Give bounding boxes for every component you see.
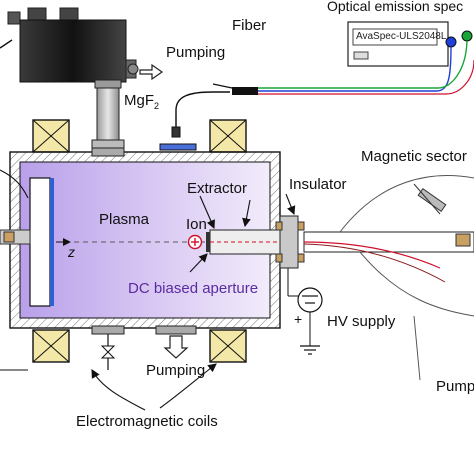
hv-plus-sign: + bbox=[294, 311, 303, 327]
ion-marker bbox=[187, 234, 203, 250]
spectrometer-model-label: AvaSpec-ULS2048L bbox=[356, 31, 447, 42]
mgf2-label: MgF2 bbox=[124, 92, 159, 111]
fiber-cable bbox=[171, 40, 474, 138]
hv-supply bbox=[287, 268, 323, 355]
magnetic-sector-label: Magnetic sector bbox=[361, 148, 467, 165]
insulator-flange bbox=[275, 215, 305, 269]
coil-top-right bbox=[209, 119, 247, 153]
plasma-label: Plasma bbox=[99, 211, 150, 228]
pumping-arrow-top bbox=[139, 63, 164, 81]
optical-emission-label: Optical emission spec bbox=[327, 0, 464, 14]
top-ports bbox=[91, 147, 125, 157]
pumping-top-label: Pumping bbox=[166, 44, 226, 61]
pumping-bottom-label: Pumping bbox=[146, 362, 206, 379]
mgf2-subscript: 2 bbox=[154, 101, 160, 111]
pump-connection-right bbox=[413, 315, 421, 381]
electrode-plate bbox=[0, 177, 54, 307]
extractor-label: Extractor bbox=[187, 180, 248, 197]
bottom-port bbox=[155, 325, 197, 359]
extractor-tube bbox=[206, 229, 300, 255]
spectrometer bbox=[347, 21, 473, 67]
fiber-label: Fiber bbox=[232, 17, 267, 34]
leader-lines bbox=[0, 114, 296, 411]
insulator-label: Insulator bbox=[289, 176, 347, 193]
coil-bottom-left bbox=[32, 329, 70, 363]
z-axis-label: z bbox=[68, 244, 75, 260]
turbo-pump bbox=[0, 7, 139, 83]
ion-label: Ion bbox=[186, 216, 207, 233]
mgf2-text: MgF bbox=[124, 92, 154, 109]
beam-tube bbox=[303, 231, 474, 283]
coils-label: Electromagnetic coils bbox=[76, 413, 218, 430]
pumping-right-label: Pump bbox=[436, 378, 474, 395]
pump-column bbox=[91, 79, 125, 149]
mgf2-window bbox=[159, 143, 197, 151]
coil-top-left bbox=[32, 119, 70, 153]
hv-supply-label: HV supply bbox=[327, 313, 396, 330]
gas-valve bbox=[91, 325, 125, 370]
dc-aperture-label: DC biased aperture bbox=[128, 280, 259, 297]
coil-bottom-right bbox=[209, 329, 247, 363]
magnetic-sector bbox=[339, 175, 474, 317]
